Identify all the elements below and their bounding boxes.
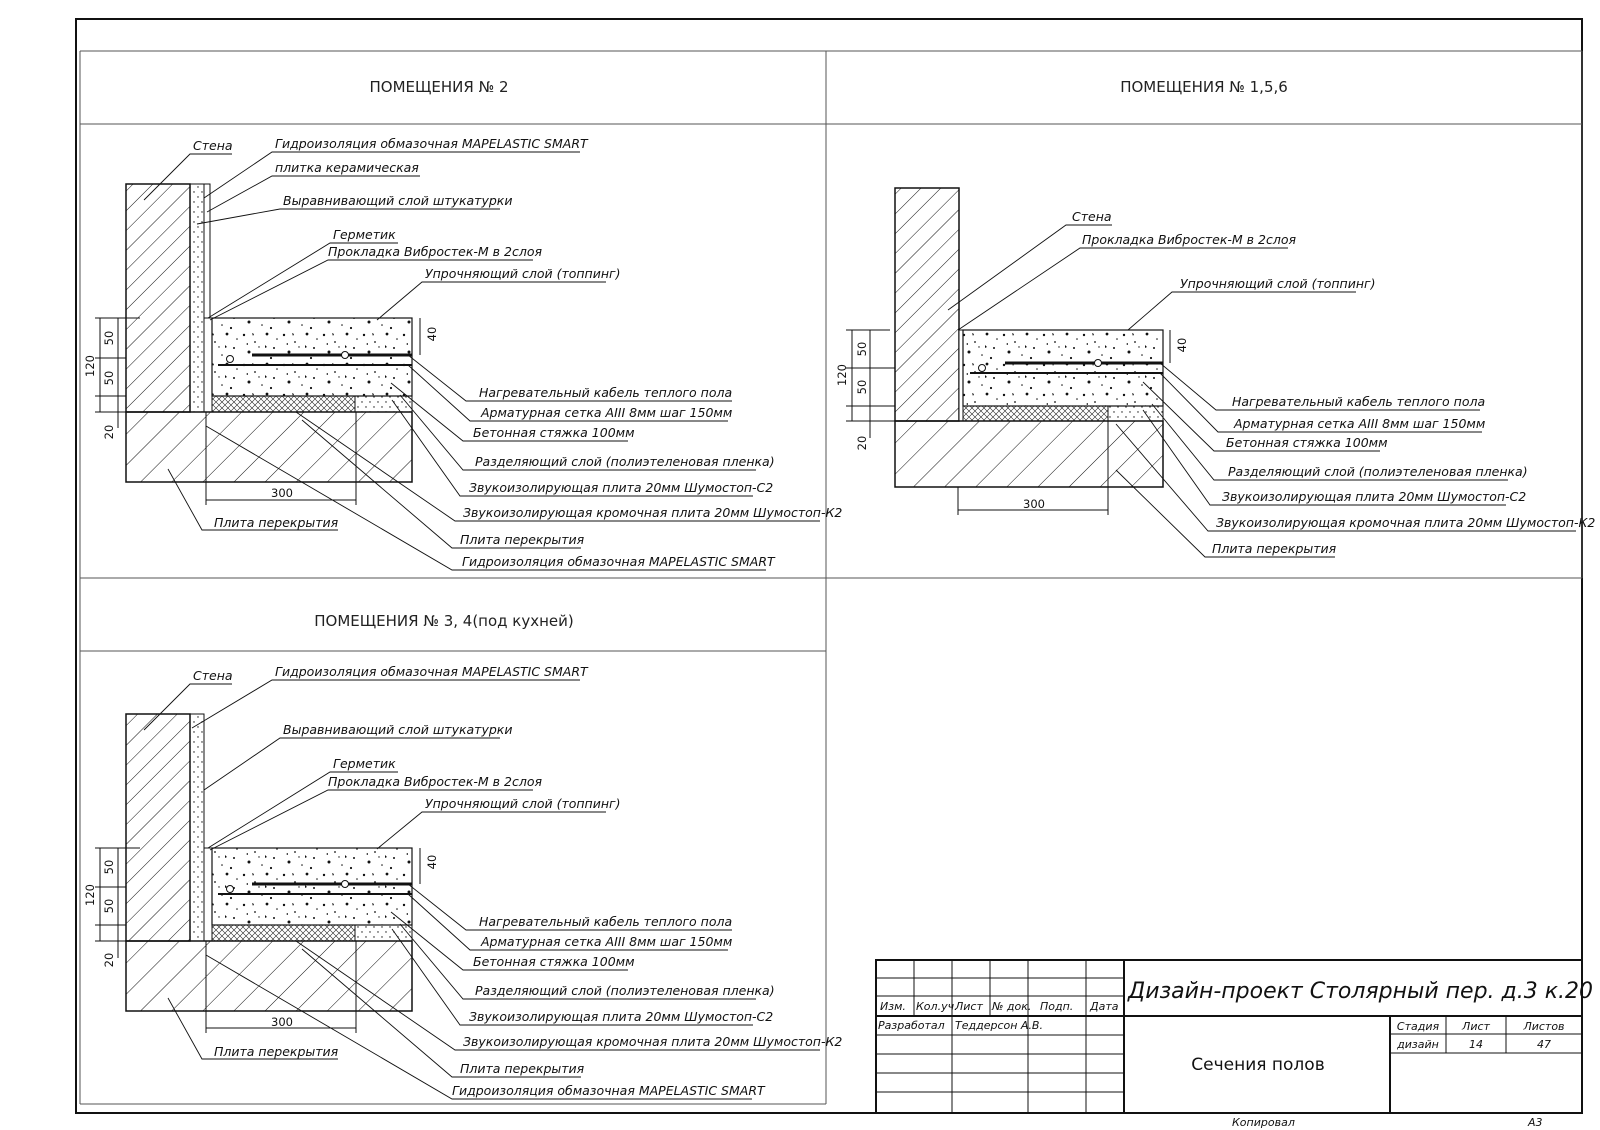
svg-text:Гидроизоляция обмазочная MAPEL: Гидроизоляция обмазочная MAPELASTIC SMAR… — [275, 136, 589, 151]
panel-title-p34: ПОМЕЩЕНИЯ № 3, 4(под кухней) — [314, 612, 574, 630]
svg-text:Плита перекрытия: Плита перекрытия — [460, 532, 585, 547]
format-label: А3 — [1527, 1116, 1543, 1129]
svg-text:Упрочняющий слой (топпинг): Упрочняющий слой (топпинг) — [425, 266, 620, 281]
svg-text:Гидроизоляция обмазочная MAPEL: Гидроизоляция обмазочная MAPELASTIC SMAR… — [275, 664, 589, 679]
svg-text:Упрочняющий слой (топпинг): Упрочняющий слой (топпинг) — [425, 796, 620, 811]
svg-text:Арматурная сетка AIII 8мм шаг: Арматурная сетка AIII 8мм шаг 150мм — [1233, 416, 1485, 431]
svg-text:№ док.: № док. — [991, 1000, 1031, 1013]
svg-text:Разделяющий слой (полиэтеленов: Разделяющий слой (полиэтеленовая пленка) — [475, 454, 775, 469]
svg-text:20: 20 — [855, 436, 869, 451]
svg-text:Прокладка Вибростек-М в 2слоя: Прокладка Вибростек-М в 2слоя — [1082, 232, 1296, 247]
svg-text:Прокладка Вибростек-М в 2слоя: Прокладка Вибростек-М в 2слоя — [328, 244, 542, 259]
svg-text:Стадия: Стадия — [1397, 1020, 1440, 1033]
svg-text:Дата: Дата — [1089, 1000, 1119, 1013]
svg-text:47: 47 — [1537, 1038, 1551, 1051]
title-block — [875, 959, 1583, 1114]
svg-text:50: 50 — [855, 342, 869, 357]
svg-text:Бетонная стяжка 100мм: Бетонная стяжка 100мм — [473, 425, 635, 440]
svg-text:дизайн: дизайн — [1396, 1038, 1439, 1051]
svg-text:Подп.: Подп. — [1040, 1000, 1073, 1013]
svg-text:Выравнивающий слой штукатурки: Выравнивающий слой штукатурки — [283, 722, 512, 737]
svg-text:300: 300 — [271, 1015, 293, 1029]
svg-text:20: 20 — [102, 425, 116, 440]
svg-text:40: 40 — [425, 327, 439, 342]
svg-text:Изм.: Изм. — [880, 1000, 906, 1013]
svg-text:14: 14 — [1469, 1038, 1483, 1051]
svg-text:Кол.уч.: Кол.уч. — [916, 1000, 958, 1013]
svg-text:Прокладка Вибростек-М в 2слоя: Прокладка Вибростек-М в 2слоя — [328, 774, 542, 789]
svg-text:120: 120 — [83, 355, 97, 377]
svg-text:50: 50 — [102, 860, 116, 875]
svg-text:Плита перекрытия: Плита перекрытия — [214, 515, 339, 530]
svg-text:Гидроизоляция обмазочная MAPEL: Гидроизоляция обмазочная MAPELASTIC SMAR… — [452, 1083, 766, 1098]
svg-text:20: 20 — [102, 953, 116, 968]
svg-text:50: 50 — [855, 380, 869, 395]
svg-text:Звукоизолирующая плита 20мм Шу: Звукоизолирующая плита 20мм Шумостоп-С2 — [469, 1009, 773, 1024]
svg-text:Звукоизолирующая кромочная пли: Звукоизолирующая кромочная плита 20мм Шу… — [1216, 515, 1595, 530]
svg-text:Гидроизоляция обмазочная MAPEL: Гидроизоляция обмазочная MAPELASTIC SMAR… — [462, 554, 776, 569]
svg-text:Звукоизолирующая кромочная пли: Звукоизолирующая кромочная плита 20мм Шу… — [463, 1034, 842, 1049]
svg-text:Разработал: Разработал — [878, 1019, 945, 1032]
svg-text:Выравнивающий слой штукатурки: Выравнивающий слой штукатурки — [283, 193, 512, 208]
svg-text:Лист: Лист — [954, 1000, 983, 1013]
panel-title-p2: ПОМЕЩЕНИЯ № 2 — [370, 78, 509, 96]
svg-text:300: 300 — [1023, 497, 1045, 511]
svg-text:Нагревательный кабель теплого: Нагревательный кабель теплого пола — [479, 914, 732, 929]
panel-title-p156: ПОМЕЩЕНИЯ № 1,5,6 — [1120, 78, 1288, 96]
svg-text:300: 300 — [271, 486, 293, 500]
svg-text:Нагревательный кабель теплого: Нагревательный кабель теплого пола — [1232, 394, 1485, 409]
svg-text:Стена: Стена — [1072, 209, 1112, 224]
svg-text:Стена: Стена — [193, 668, 233, 683]
svg-text:Плита перекрытия: Плита перекрытия — [460, 1061, 585, 1076]
svg-text:40: 40 — [425, 855, 439, 870]
svg-text:Бетонная стяжка 100мм: Бетонная стяжка 100мм — [1226, 435, 1388, 450]
project-name: Дизайн-проект Столярный пер. д.3 к.20 — [1127, 979, 1593, 1004]
svg-text:плитка керамическая: плитка керамическая — [275, 160, 419, 175]
svg-text:50: 50 — [102, 371, 116, 386]
copied-label: Копировал — [1232, 1116, 1295, 1129]
svg-text:120: 120 — [835, 364, 849, 386]
svg-text:Разделяющий слой (полиэтеленов: Разделяющий слой (полиэтеленовая пленка) — [1228, 464, 1528, 479]
svg-text:Арматурная сетка AIII 8мм шаг: Арматурная сетка AIII 8мм шаг 150мм — [480, 934, 732, 949]
svg-text:Звукоизолирующая плита 20мм Шу: Звукоизолирующая плита 20мм Шумостоп-С2 — [469, 480, 773, 495]
section-detail-p2: 50 50 120 20 40 300 Стена — [83, 136, 842, 571]
svg-text:40: 40 — [1175, 338, 1189, 353]
svg-text:120: 120 — [83, 884, 97, 906]
svg-text:Звукоизолирующая плита 20мм Шу: Звукоизолирующая плита 20мм Шумостоп-С2 — [1222, 489, 1526, 504]
svg-text:Бетонная стяжка 100мм: Бетонная стяжка 100мм — [473, 954, 635, 969]
svg-text:Нагревательный кабель теплого: Нагревательный кабель теплого пола — [479, 385, 732, 400]
sheet-title: Сечения полов — [1191, 1055, 1324, 1075]
svg-text:Упрочняющий слой (топпинг): Упрочняющий слой (топпинг) — [1180, 276, 1375, 291]
svg-text:Арматурная сетка AIII 8мм шаг: Арматурная сетка AIII 8мм шаг 150мм — [480, 405, 732, 420]
svg-text:Звукоизолирующая кромочная пли: Звукоизолирующая кромочная плита 20мм Шу… — [463, 505, 842, 520]
svg-text:Герметик: Герметик — [333, 227, 396, 242]
svg-text:Стена: Стена — [193, 138, 233, 153]
svg-text:Лист: Лист — [1461, 1020, 1490, 1033]
svg-text:Разделяющий слой (полиэтеленов: Разделяющий слой (полиэтеленовая пленка) — [475, 983, 775, 998]
svg-text:50: 50 — [102, 331, 116, 346]
svg-text:50: 50 — [102, 899, 116, 914]
svg-text:Теддерсон А.В.: Теддерсон А.В. — [955, 1019, 1043, 1032]
svg-text:Плита перекрытия: Плита перекрытия — [214, 1044, 339, 1059]
svg-text:Плита перекрытия: Плита перекрытия — [1212, 541, 1337, 556]
section-detail-p34: 50 50 120 20 40 300 Стена Гидрои — [83, 664, 842, 1100]
svg-text:Листов: Листов — [1522, 1020, 1564, 1033]
section-detail-p156: 50 50 120 20 40 300 Стена Прокладка Вибр… — [835, 187, 1595, 558]
svg-text:Герметик: Герметик — [333, 756, 396, 771]
